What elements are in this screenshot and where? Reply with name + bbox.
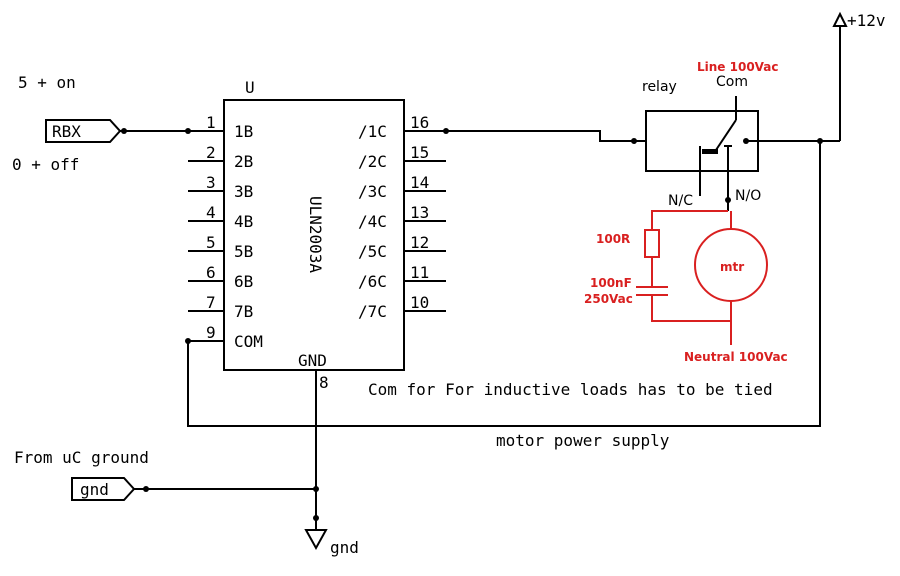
snubber-resistor (644, 229, 660, 258)
pin-label: 7B (234, 302, 253, 321)
pin-label: /6C (358, 272, 387, 291)
gnd-junction (313, 486, 319, 492)
relay-nc-label: N/C (668, 193, 693, 209)
relay: relay Line 100Vac Com N/C N/O (642, 60, 779, 211)
com-to-supply-wire (187, 141, 821, 427)
ac-motor-circuit: 100R 100nF 250Vac mtr Neutral 100Vac (584, 210, 788, 364)
capacitor-rating: 250Vac (584, 292, 633, 306)
note-uc-ground: From uC ground (14, 448, 149, 467)
ic-ref: U (245, 78, 255, 97)
note-motor-power-supply: motor power supply (496, 431, 670, 450)
pin-number: 1 (206, 113, 216, 132)
ground-symbol: gnd (304, 529, 359, 557)
ic-gnd-pin-number: 8 (319, 373, 329, 392)
capacitor-value: 100nF (590, 276, 632, 290)
pin-number: 14 (410, 173, 429, 192)
relay-coil-wire (446, 130, 646, 142)
pin1-node (185, 128, 191, 134)
pin-number: 2 (206, 143, 216, 162)
relay-com-label: Com (716, 74, 748, 90)
pin-label: 4B (234, 212, 253, 231)
ic-output-pins: 16 15 14 13 12 11 10 /1C /2C /3C /4C /5C… (358, 113, 446, 321)
relay-body (645, 110, 759, 172)
ic-gnd-label: GND (298, 351, 327, 370)
motor-label: mtr (720, 260, 744, 274)
v12-label: +12v (847, 11, 886, 30)
relay-label: relay (642, 79, 677, 95)
ic-input-pins: 1 2 3 4 5 6 7 9 1B 2B 3B 4B 5B 6B 7B COM (188, 113, 263, 351)
pin-number: 13 (410, 203, 429, 222)
pin-label: /7C (358, 302, 387, 321)
pin-label: 5B (234, 242, 253, 261)
pin-label: /1C (358, 122, 387, 141)
pin-label: /3C (358, 182, 387, 201)
v12-symbol: +12v (832, 11, 886, 30)
pin-number: 7 (206, 293, 216, 312)
pin-number: 3 (206, 173, 216, 192)
pin-label: COM (234, 332, 263, 351)
pin-label: 6B (234, 272, 253, 291)
pin-label: 3B (234, 182, 253, 201)
pin-number: 9 (206, 323, 216, 342)
pin-label: /2C (358, 152, 387, 171)
rbx-port: RBX (45, 119, 122, 143)
relay-no-label: N/O (735, 188, 761, 204)
pin-number: 5 (206, 233, 216, 252)
note-zero-off: 0 + off (12, 155, 79, 174)
pin-number: 16 (410, 113, 429, 132)
gnd-port: gnd (71, 477, 136, 501)
pin-number: 4 (206, 203, 216, 222)
pin-label: /5C (358, 242, 387, 261)
pin-label: 1B (234, 122, 253, 141)
ic-part-number: ULN2003A (306, 196, 325, 273)
rbx-node (121, 128, 127, 134)
pin-label: 2B (234, 152, 253, 171)
pin-number: 10 (410, 293, 429, 312)
relay-line-label: Line 100Vac (697, 60, 779, 74)
note-five-on: 5 + on (18, 73, 76, 92)
resistor-value: 100R (596, 232, 630, 246)
pin-number: 12 (410, 233, 429, 252)
supply-junction (817, 138, 823, 144)
ic-body (223, 99, 405, 371)
relay-supply-node (743, 138, 749, 144)
gnd-port-label: gnd (80, 480, 109, 499)
rbx-port-label: RBX (52, 122, 81, 141)
neutral-label: Neutral 100Vac (684, 350, 788, 364)
pin-number: 6 (206, 263, 216, 282)
gnd-port-node (143, 486, 149, 492)
pin-number: 11 (410, 263, 429, 282)
note-inductive-loads: Com for For inductive loads has to be ti… (368, 380, 773, 399)
pin-label: /4C (358, 212, 387, 231)
gnd-symbol-node (313, 515, 319, 521)
ground-label: gnd (330, 538, 359, 557)
pin-number: 15 (410, 143, 429, 162)
relay-coil-node (631, 138, 637, 144)
